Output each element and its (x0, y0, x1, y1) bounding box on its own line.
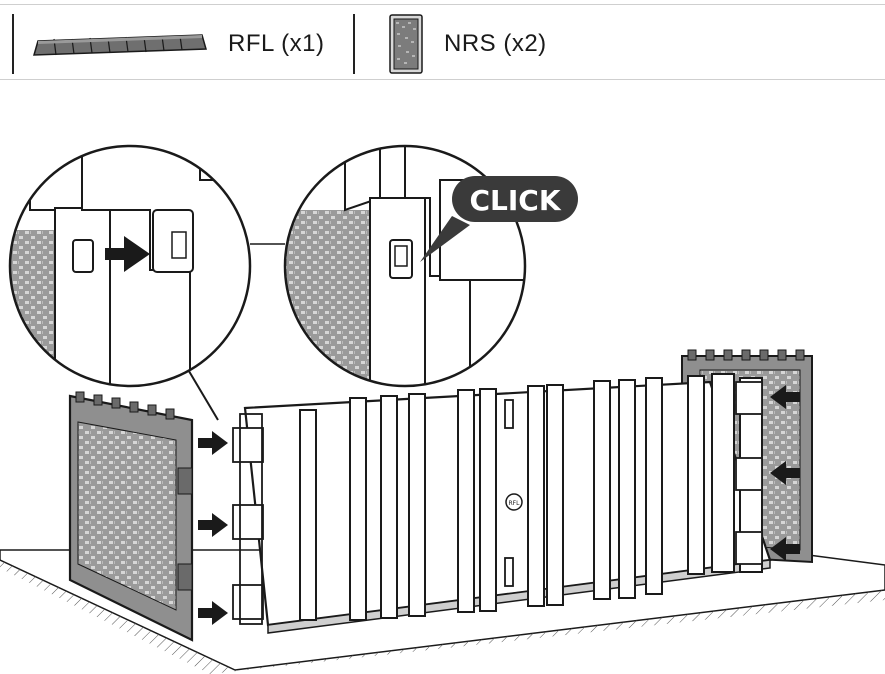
arrow-left-icon (770, 385, 800, 409)
rfl-logo-text: RFL (509, 500, 521, 507)
assembly-illustration: RFL (0, 144, 885, 674)
zoom-detail-before (8, 144, 252, 388)
arrow-right-icon (198, 431, 228, 455)
ground-sheet (0, 549, 885, 674)
nrs-part-label: NRS (x2) (444, 30, 547, 57)
insertion-arrows (198, 385, 800, 625)
rfl-rib-row (299, 373, 763, 621)
separator (353, 14, 355, 74)
arrow-right-icon (198, 513, 228, 537)
arrow-left-icon (770, 537, 800, 561)
arrow-left-icon (770, 461, 800, 485)
click-callout: CLICK (420, 176, 578, 262)
separator (12, 14, 14, 74)
arrow-right-icon (105, 236, 150, 272)
rfl-floor-icon (32, 34, 207, 56)
nrs-panel-icon (389, 14, 423, 74)
arrow-right-icon (198, 601, 228, 625)
rfl-floor-panel: RFL (232, 373, 772, 634)
parts-list-bar: RFL (x1) NRS (x2) (0, 4, 885, 80)
rfl-logo-mark (505, 493, 523, 511)
nrs-panel-left (68, 391, 194, 642)
click-callout-text: CLICK (469, 184, 561, 217)
rfl-part-label: RFL (x1) (228, 30, 325, 57)
